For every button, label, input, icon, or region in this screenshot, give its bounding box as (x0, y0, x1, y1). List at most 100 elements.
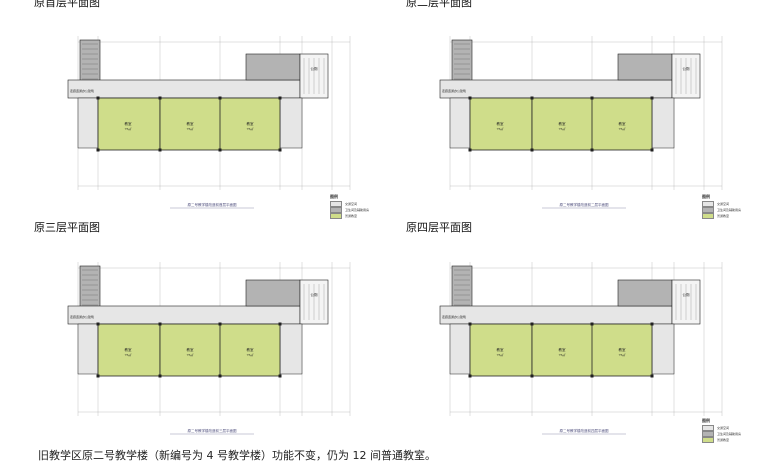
legend-swatch (330, 201, 342, 207)
corridor (67, 305, 301, 325)
side-stair-right (651, 97, 675, 149)
legend-swatch (702, 431, 714, 437)
panel-title-1: 原首层平面图 (34, 0, 100, 9)
column (278, 96, 282, 100)
column (468, 96, 472, 100)
column (158, 322, 162, 326)
legend-label: 交通空间 (717, 426, 730, 430)
column (530, 374, 534, 378)
column (468, 322, 472, 326)
legend-label: 普通教室 (717, 438, 730, 442)
classroom-area: 75㎡ (559, 126, 566, 131)
classroom-label: 教室 (247, 121, 254, 126)
classroom-label: 教室 (497, 121, 505, 126)
column (650, 374, 654, 378)
column (218, 322, 222, 326)
classroom-label: 教室 (497, 347, 505, 352)
legend-swatch (330, 207, 342, 213)
classroom-room (219, 323, 281, 377)
side-label: 走廊连通办公建筑 (70, 88, 94, 93)
classroom-area: 75㎡ (559, 352, 566, 357)
classroom-room (591, 97, 653, 151)
legend-label: 卫生间及辅助用房 (717, 208, 742, 212)
classroom-area: 75㎡ (497, 352, 504, 357)
legend-swatch (330, 213, 342, 219)
classroom-area: 75㎡ (247, 352, 254, 357)
column (96, 96, 100, 100)
page-caption: 旧教学区原二号教学楼（新编号为 4 号教学楼）功能不变，仍为 12 间普通教室。 (38, 449, 436, 462)
legend-label: 卫生间及辅助用房 (717, 432, 742, 436)
side-stair-left (77, 97, 99, 149)
classroom-room (591, 323, 653, 377)
classroom-room (159, 323, 223, 377)
classroom-label: 教室 (125, 347, 132, 352)
column (530, 148, 534, 152)
column (158, 148, 162, 152)
classroom-room (469, 97, 533, 151)
legend-item: 交通空间 (702, 201, 741, 207)
panel-title-4: 原四层平面图 (406, 221, 472, 234)
side-label: 走廊连通办公建筑 (70, 314, 94, 319)
legend-1: 图例 交通空间 卫生间及辅助用房 普通教室 (330, 194, 369, 219)
legend-label: 交通空间 (345, 202, 358, 206)
classroom-room (97, 97, 161, 151)
classroom-room (531, 323, 595, 377)
side-stair-right (279, 97, 303, 149)
corridor (439, 79, 673, 99)
wc-label: 公厕 (311, 66, 319, 71)
column (218, 96, 222, 100)
column (650, 96, 654, 100)
classroom-label: 教室 (559, 121, 567, 126)
column (278, 322, 282, 326)
classroom-label: 教室 (619, 121, 627, 126)
side-stair-right (651, 323, 675, 375)
wc-label: 公厕 (683, 292, 691, 297)
legend-label: 普通教室 (717, 214, 730, 218)
side-label: 走廊连通办公建筑 (442, 314, 466, 319)
classroom-label: 教室 (187, 121, 194, 126)
service-block (245, 53, 301, 81)
classroom-room (469, 323, 533, 377)
classroom-label: 教室 (619, 347, 627, 352)
column (96, 148, 100, 152)
legend-item: 普通教室 (702, 437, 741, 443)
column (650, 322, 654, 326)
classroom-area: 75㎡ (125, 126, 132, 131)
legend-item: 交通空间 (330, 201, 369, 207)
wc-label: 公厕 (311, 292, 319, 297)
column (650, 148, 654, 152)
classroom-room (219, 97, 281, 151)
legend-title: 图例 (702, 418, 710, 423)
legend-swatch (702, 213, 714, 219)
sheet-caption: 原二号教学楼改造前首层平面图 (188, 202, 237, 207)
legend-swatch (702, 201, 714, 207)
legend-label: 交通空间 (717, 202, 730, 206)
side-stair-left (449, 323, 471, 375)
column (530, 96, 534, 100)
legend-item: 普通教室 (330, 213, 369, 219)
legend-swatch (702, 207, 714, 213)
classroom-area: 75㎡ (187, 126, 194, 131)
legend-swatch (702, 425, 714, 431)
sheet-caption: 原二号教学楼改造前二层平面图 (560, 202, 609, 207)
legend-title: 图例 (702, 194, 710, 199)
sheet-caption: 原二号教学楼改造前三层平面图 (188, 428, 237, 433)
service-block (617, 279, 673, 307)
corridor (439, 305, 673, 325)
legend-label: 普通教室 (345, 214, 358, 218)
column (218, 374, 222, 378)
legend-title: 图例 (330, 194, 338, 199)
column (590, 148, 594, 152)
column (468, 148, 472, 152)
legend-swatch (702, 437, 714, 443)
corridor (67, 79, 301, 99)
wc-label: 公厕 (683, 66, 691, 71)
side-stair-left (449, 97, 471, 149)
legend-item: 交通空间 (702, 425, 741, 431)
classroom-area: 75㎡ (619, 126, 626, 131)
legend-4: 图例 交通空间 卫生间及辅助用房 普通教室 (702, 418, 741, 443)
